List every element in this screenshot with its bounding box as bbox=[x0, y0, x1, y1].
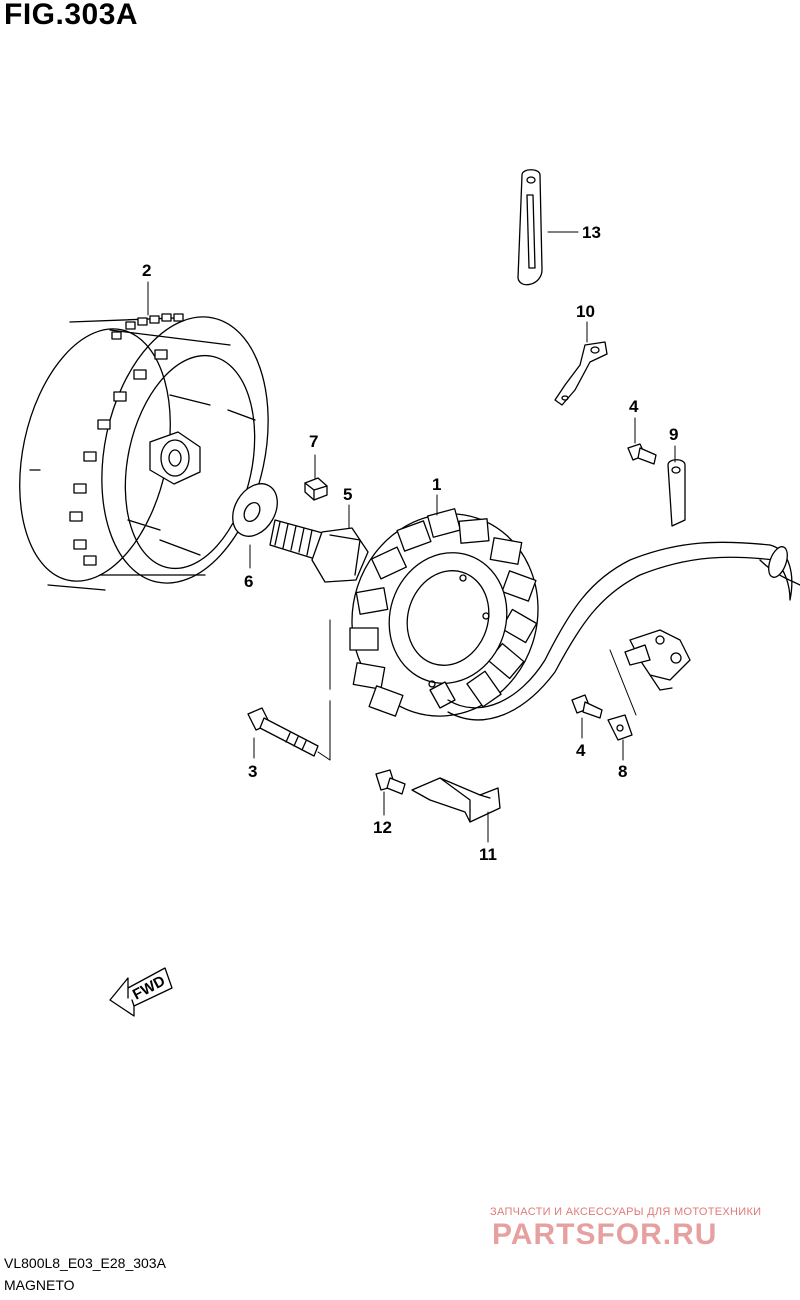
wire-harness bbox=[447, 541, 800, 721]
callout-3: 3 bbox=[248, 762, 257, 781]
callout-4-lower: 4 bbox=[576, 741, 586, 760]
callout-1: 1 bbox=[432, 475, 441, 494]
fwd-arrow bbox=[109, 967, 173, 1017]
bolt-part-3 bbox=[247, 707, 319, 757]
callout-8: 8 bbox=[618, 762, 627, 781]
stator-part-1 bbox=[349, 508, 539, 717]
clamp-part-13 bbox=[517, 169, 543, 286]
clamp-part-9 bbox=[667, 459, 686, 527]
rotor-part-2 bbox=[19, 313, 269, 591]
bolt-part-5 bbox=[269, 519, 369, 583]
key-part-7 bbox=[304, 477, 328, 501]
callout-2: 2 bbox=[142, 261, 151, 280]
leader-lines bbox=[147, 231, 676, 843]
callout-7: 7 bbox=[309, 432, 318, 451]
clip-part-8 bbox=[607, 714, 633, 741]
callout-5: 5 bbox=[343, 485, 352, 504]
diagram-name: MAGNETO bbox=[4, 1277, 75, 1293]
callout-10: 10 bbox=[576, 302, 595, 321]
callout-4-upper: 4 bbox=[629, 397, 639, 416]
screw-part-4-lower bbox=[571, 694, 603, 719]
callout-13: 13 bbox=[582, 223, 601, 242]
bolt-part-12 bbox=[375, 769, 406, 795]
bracket-part-11 bbox=[411, 777, 501, 823]
clamp-part-10 bbox=[554, 341, 608, 406]
callout-12: 12 bbox=[373, 818, 392, 837]
callout-11: 11 bbox=[479, 845, 497, 864]
watermark-brand: PARTSFOR.RU bbox=[492, 1218, 718, 1251]
figure-title: FIG.303A bbox=[4, 0, 139, 31]
diagram-code: VL800L8_E03_E28_303A bbox=[4, 1255, 166, 1271]
callout-6: 6 bbox=[244, 572, 253, 591]
watermark-tagline: ЗАПЧАСТИ И АКСЕССУАРЫ ДЛЯ МОТОТЕХНИКИ bbox=[490, 1206, 762, 1218]
washer-part-6 bbox=[232, 483, 278, 537]
callout-9: 9 bbox=[669, 425, 678, 444]
screw-part-4-upper bbox=[627, 443, 657, 465]
